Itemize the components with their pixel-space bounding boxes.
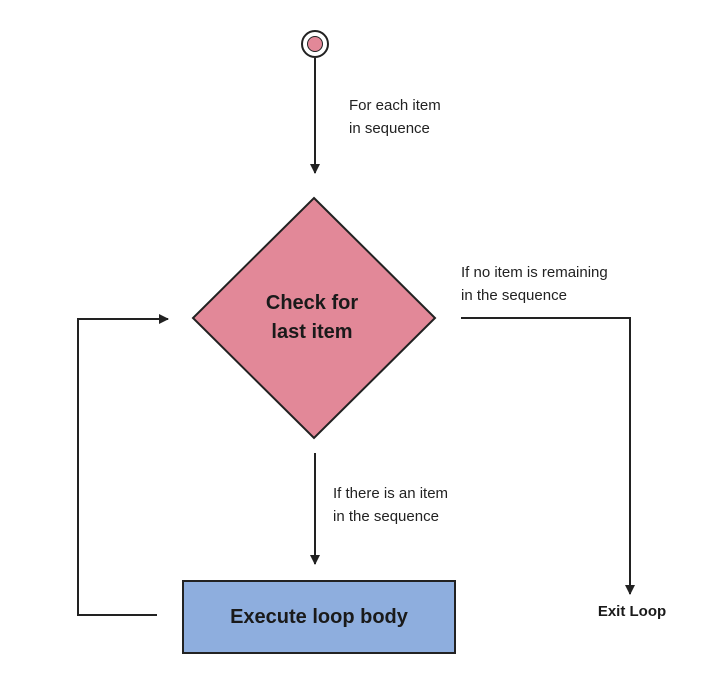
loop-back-arrow bbox=[77, 314, 169, 616]
exit-loop-label: Exit Loop bbox=[598, 603, 666, 620]
entry-label-line-2: in sequence bbox=[349, 120, 430, 137]
exit-arrow bbox=[461, 317, 635, 595]
process-node: Execute loop body bbox=[182, 580, 456, 654]
decision-label-line-1: Check for bbox=[266, 292, 358, 314]
execute-loop-body-box bbox=[182, 580, 456, 654]
execute-loop-body-label: Execute loop body bbox=[230, 606, 409, 628]
continue-label-line-2: in the sequence bbox=[333, 508, 439, 525]
start-node-icon bbox=[307, 36, 323, 52]
decision-node: Check for last item bbox=[191, 196, 437, 440]
entry-label-line-1: For each item bbox=[349, 97, 441, 114]
continue-label-line-1: If there is an item bbox=[333, 485, 448, 502]
decision-label-line-2: last item bbox=[271, 321, 352, 343]
exit-label-line-1: If no item is remaining bbox=[461, 264, 608, 281]
exit-label-line-2: in the sequence bbox=[461, 287, 567, 304]
start-node bbox=[301, 30, 329, 58]
decision-diamond bbox=[191, 196, 437, 440]
